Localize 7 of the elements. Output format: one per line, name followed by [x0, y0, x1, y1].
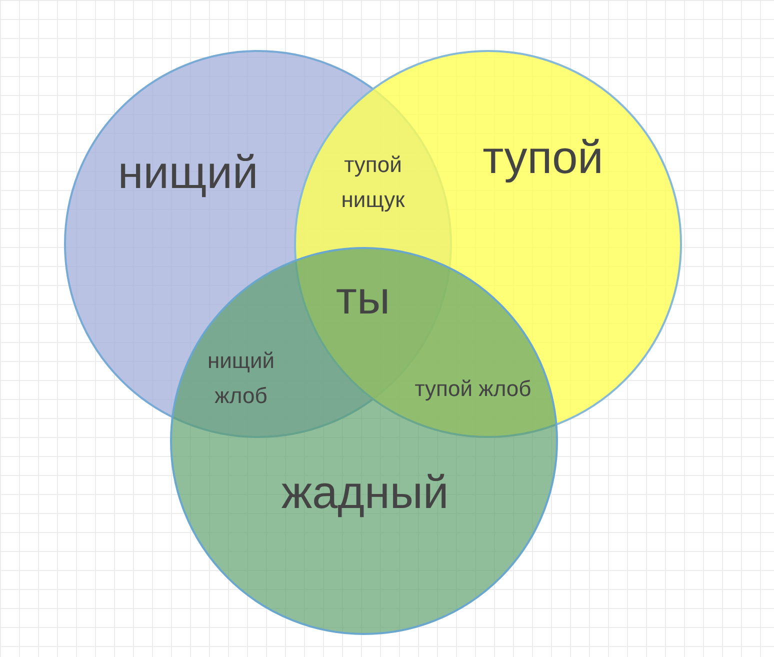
set-label: нищий — [118, 145, 258, 199]
intersection-label: ты — [334, 270, 392, 326]
intersection-label: тупой нищук — [340, 150, 406, 214]
intersection-label: нищий жлоб — [206, 346, 276, 410]
set-label: жадный — [281, 465, 449, 519]
intersection-label: тупой жлоб — [414, 376, 532, 402]
set-label: тупой — [482, 130, 604, 184]
